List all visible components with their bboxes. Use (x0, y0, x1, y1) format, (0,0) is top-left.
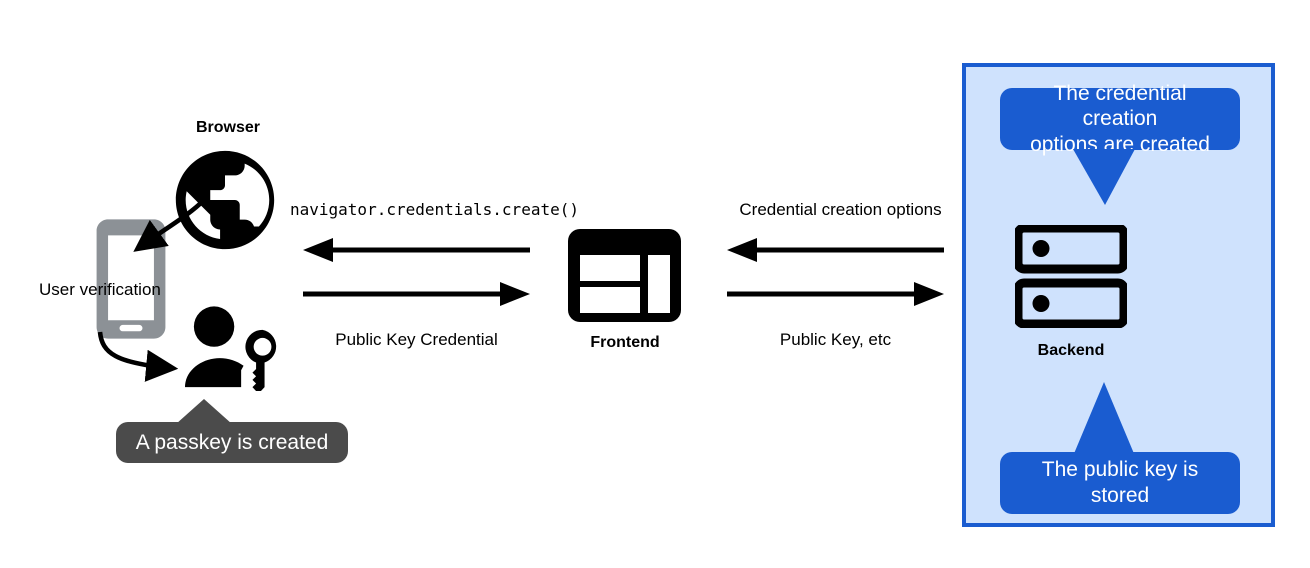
browser-label: Browser (195, 119, 261, 136)
credential-creation-options-label: Credential creation options (739, 200, 942, 219)
server-stack-icon (1013, 223, 1129, 329)
arrow-frontend-to-backend-icon (727, 280, 944, 308)
person-key-icon (185, 305, 290, 394)
backend-label: Backend (1037, 342, 1105, 359)
public-key-etc-label: Public Key, etc (779, 330, 892, 349)
arrow-browser-to-phone-icon (96, 190, 226, 280)
arrow-backend-to-frontend-icon (727, 236, 944, 264)
credential-options-created-callout: The credential creation options are crea… (1000, 82, 1240, 156)
credential-options-created-line1: The credential creation (1053, 81, 1187, 131)
public-key-stored-line2: stored (1090, 484, 1150, 507)
public-key-stored-line1: The public key is (1041, 458, 1199, 482)
arrow-phone-to-person-icon (96, 325, 226, 405)
public-key-stored-callout-tail-icon (1073, 382, 1135, 461)
credential-options-callout-tail-icon (1073, 149, 1135, 210)
passkey-created-callout: A passkey is created (116, 422, 348, 463)
arrow-browser-to-frontend-icon (303, 280, 530, 308)
user-verification-label: User verification (39, 280, 161, 299)
frontend-label: Frontend (590, 334, 660, 351)
public-key-stored-callout: The public key is stored (1000, 452, 1240, 514)
globe-icon (166, 141, 284, 259)
passkey-callout-tail-icon (174, 399, 234, 430)
dashboard-window-icon (568, 229, 681, 322)
navigator-create-label: navigator.credentials.create() (290, 200, 579, 219)
public-key-credential-label: Public Key Credential (335, 330, 498, 349)
arrow-frontend-to-browser-icon (303, 236, 530, 264)
